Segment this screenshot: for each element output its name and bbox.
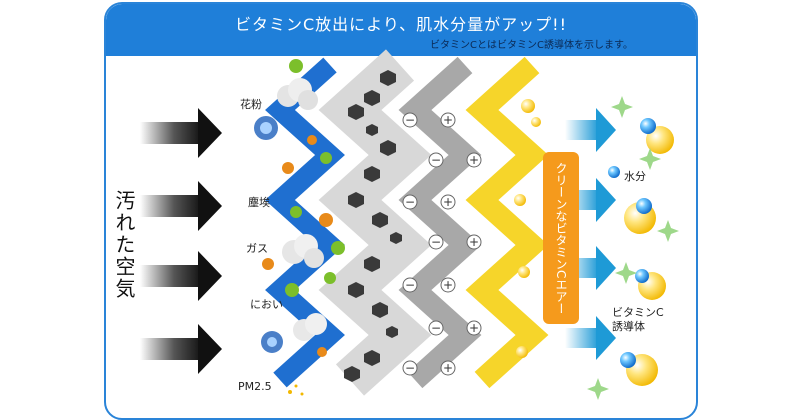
svg-text:−: − (431, 235, 441, 249)
clean-air-arrow (565, 316, 616, 360)
subtitle-note: ビタミンCとはビタミンC誘導体を示します。 (430, 40, 633, 51)
ion-markers: − + − + − + − + − + − + − + (402, 112, 482, 376)
sparkle-icons (587, 96, 679, 400)
dust-cloud-icon (277, 78, 318, 110)
svg-text:+: + (443, 113, 453, 127)
svg-text:−: − (431, 153, 441, 167)
page-title: ビタミンC放出により、肌水分量がアップ!! (234, 15, 568, 34)
pollutant-label-pm25: PM2.5 (238, 380, 272, 393)
svg-text:−: − (405, 361, 415, 375)
svg-text:−: − (431, 321, 441, 335)
carbon-granules (344, 70, 402, 382)
yellow-filter-layer (465, 56, 549, 389)
green-particle-icons (285, 59, 345, 297)
odor-cloud-icon (293, 313, 327, 341)
orange-particle-icons (262, 135, 333, 357)
svg-text:+: + (443, 278, 453, 292)
vitamin-droplets (514, 99, 541, 358)
dirty-air-arrow (140, 108, 222, 158)
dirty-air-arrow (140, 251, 222, 301)
svg-text:+: + (469, 321, 479, 335)
dirty-air-arrow (140, 181, 222, 231)
svg-text:+: + (469, 235, 479, 249)
clean-air-arrow (565, 108, 616, 152)
water-label: 水分 (624, 170, 646, 183)
pollutant-label-pollen: 花粉 (240, 98, 262, 111)
svg-text:−: − (405, 113, 415, 127)
svg-text:+: + (443, 361, 453, 375)
pollutant-label-gas: ガス (246, 242, 268, 255)
blue-particle-icons (261, 331, 283, 353)
svg-text:+: + (443, 195, 453, 209)
pollen-icon (254, 116, 278, 140)
vitamin-air-label: クリーンなビタミンCエアー (554, 161, 568, 315)
pm25-dots (288, 384, 304, 396)
svg-text:−: − (405, 195, 415, 209)
header-banner (106, 4, 696, 56)
vitamin-derivative-label-line1: ビタミンC (612, 306, 664, 319)
dirty-air-label: 汚れた空気 (112, 190, 136, 300)
gas-cloud-icon (282, 234, 324, 268)
svg-text:+: + (469, 153, 479, 167)
pollutant-label-dust: 塵埃 (248, 196, 270, 209)
pollutant-label-odor: におい (250, 298, 283, 311)
svg-text:−: − (405, 278, 415, 292)
vitamin-derivative-label-line2: 誘導体 (612, 320, 645, 333)
water-molecule-balls (608, 118, 656, 368)
dirty-air-arrow (140, 324, 222, 374)
vitamin-c-balls (624, 126, 674, 386)
vitamin-air-box: クリーンなビタミンCエアー (543, 152, 579, 324)
gray-filter-layer (398, 56, 482, 389)
